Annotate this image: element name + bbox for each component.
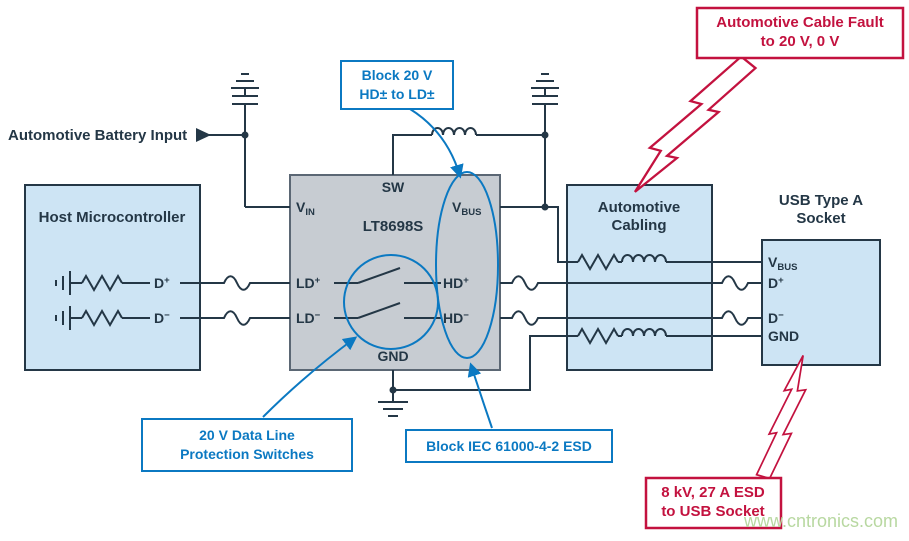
callout-block-hd: Block 20 V HD± to LD± xyxy=(340,60,464,179)
chip-pin-sw: SW xyxy=(382,179,405,195)
junction-dot xyxy=(541,131,549,139)
callout-block-hd-box xyxy=(340,60,454,110)
usb-pin-vbus: VBUS xyxy=(768,254,797,273)
callout-cable-fault: Automotive Cable Fault to 20 V, 0 V xyxy=(633,6,905,193)
cable-gnd-inductor-symbol xyxy=(621,328,667,337)
cable-vbus-resistor-symbol xyxy=(577,252,619,272)
chip-pin-vbus: VBUS xyxy=(452,199,481,218)
callout-esd-usb-line2: to USB Socket xyxy=(661,503,764,520)
battery-arrowhead xyxy=(196,128,211,142)
ground-net xyxy=(378,326,762,417)
callout-block-hd-arrow xyxy=(409,108,464,179)
chip-to-usb-dm-wire xyxy=(500,310,762,326)
battery-wire xyxy=(209,104,290,208)
chip-pin-vin: VIN xyxy=(296,199,315,218)
host-to-chip-dp-wire xyxy=(200,275,290,291)
cabling-title-line2: Cabling xyxy=(612,217,667,234)
host-to-chip-dm-wire xyxy=(200,310,290,326)
watermark: www.cntronics.com xyxy=(743,511,898,531)
junction-dot xyxy=(389,386,397,394)
sw-wire xyxy=(392,104,546,207)
callout-esd-block: Block IEC 61000-4-2 ESD xyxy=(405,362,613,463)
chip-ground-symbol xyxy=(378,401,408,417)
callout-cable-fault-line2: to 20 V, 0 V xyxy=(761,33,840,50)
esd-usb-lightning-icon xyxy=(755,355,808,480)
callout-switches: 20 V Data Line Protection Switches xyxy=(141,336,358,472)
callout-switches-line1: 20 V Data Line xyxy=(199,427,295,443)
switch-highlight-circle xyxy=(343,254,439,350)
host-pin-dm: D− xyxy=(154,310,170,326)
lt8698s-chip-box xyxy=(289,174,501,371)
chip-name: LT8698S xyxy=(363,218,424,235)
callout-esd-block-line1: Block IEC 61000-4-2 ESD xyxy=(426,438,592,454)
usb-pin-gnd: GND xyxy=(768,328,799,344)
host-dp-resistor-symbol xyxy=(81,273,123,293)
callout-block-hd-line1: Block 20 V xyxy=(362,67,433,83)
cable-vbus-inductor-symbol xyxy=(621,254,667,263)
callout-switches-line2: Protection Switches xyxy=(180,446,314,462)
cabling-title-line1: Automotive xyxy=(598,199,681,216)
callout-esd-usb: 8 kV, 27 A ESD to USB Socket xyxy=(644,355,808,530)
cable-fault-lightning-icon xyxy=(633,55,758,193)
battery-input-net xyxy=(196,73,290,208)
sw-vbus-net xyxy=(392,73,762,272)
cable-gnd-resistor-symbol xyxy=(577,326,619,346)
output-capacitor-ground-symbol xyxy=(531,73,559,105)
chip-pin-gnd: GND xyxy=(377,348,408,364)
usb-socket-box xyxy=(761,239,881,366)
callout-cable-fault-line1: Automotive Cable Fault xyxy=(716,14,884,31)
callout-switches-box xyxy=(141,418,353,472)
hd-vbus-highlight-ellipse xyxy=(435,171,499,359)
callout-cable-fault-box xyxy=(695,6,905,60)
gnd-return-wire xyxy=(392,335,762,402)
callout-esd-block-arrow xyxy=(467,362,493,429)
callout-esd-block-box xyxy=(405,429,613,463)
chip-pin-ldm: LD− xyxy=(296,310,321,326)
battery-input-label: Automotive Battery Input xyxy=(8,127,187,144)
usb-pin-dm: D− xyxy=(768,310,784,326)
chip-pin-ldp: LD+ xyxy=(296,275,321,291)
host-microcontroller-box xyxy=(24,184,201,371)
chip-pin-hdm: HD− xyxy=(443,310,469,326)
callout-esd-usb-line1: 8 kV, 27 A ESD xyxy=(661,484,765,501)
host-internals xyxy=(55,271,200,330)
usb-pin-dp: D+ xyxy=(768,275,784,291)
host-dm-ground-wire xyxy=(55,306,200,330)
host-dp-ground-wire xyxy=(55,271,200,295)
input-capacitor-ground-symbol xyxy=(231,73,259,105)
callout-switches-arrow xyxy=(262,336,358,418)
usb-title-line1: USB Type A xyxy=(779,192,863,209)
callout-esd-usb-box xyxy=(644,476,783,530)
host-pin-dp: D+ xyxy=(154,275,170,291)
callout-block-hd-line2: HD± to LD± xyxy=(359,86,435,102)
junction-dot xyxy=(241,131,249,139)
chip-to-usb-dp-wire xyxy=(500,275,762,291)
chip-pin-hdp: HD+ xyxy=(443,275,469,291)
host-title: Host Microcontroller xyxy=(39,209,186,226)
usb-title-line2: Socket xyxy=(796,210,845,227)
output-inductor-symbol xyxy=(431,127,477,136)
host-dm-resistor-symbol xyxy=(81,308,123,328)
junction-dot xyxy=(541,203,549,211)
